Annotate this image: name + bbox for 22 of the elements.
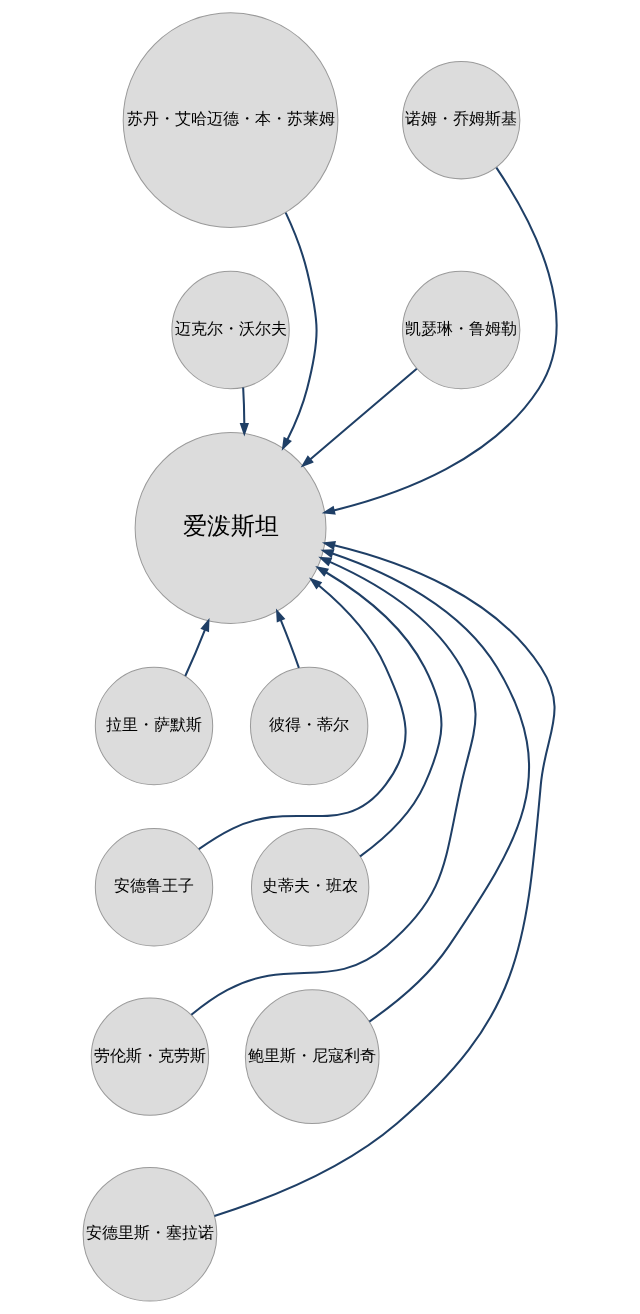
arrow	[321, 167, 558, 515]
node-circle: 彼得・蒂尔	[249, 666, 369, 786]
arrow	[214, 540, 556, 1217]
node-circle: 鲍里斯・尼寇利奇	[244, 989, 380, 1125]
node-circle: 迈克尔・沃尔夫	[171, 270, 290, 390]
node-circle: 劳伦斯・克劳斯	[90, 997, 210, 1116]
arrow	[198, 577, 407, 851]
arrow	[190, 556, 477, 1016]
node-circle: 安德鲁王子	[94, 828, 214, 947]
arrow	[239, 387, 249, 437]
arrow	[184, 618, 210, 677]
node-circle: 史蒂夫・班农	[250, 828, 370, 947]
arrow	[281, 212, 318, 451]
node-circle: 凯瑟琳・鲁姆勒	[402, 270, 521, 390]
arrow	[275, 608, 300, 669]
node-circle: 安德里斯・塞拉诺	[82, 1166, 218, 1302]
arrow	[300, 368, 418, 468]
arrow	[315, 566, 443, 858]
node-circle: 诺姆・乔姆斯基	[402, 61, 521, 180]
arrow	[320, 549, 530, 1023]
node-circle: 苏丹・艾哈迈德・本・苏莱姆	[122, 12, 339, 229]
node-circle: 拉里・萨默斯	[94, 666, 214, 786]
